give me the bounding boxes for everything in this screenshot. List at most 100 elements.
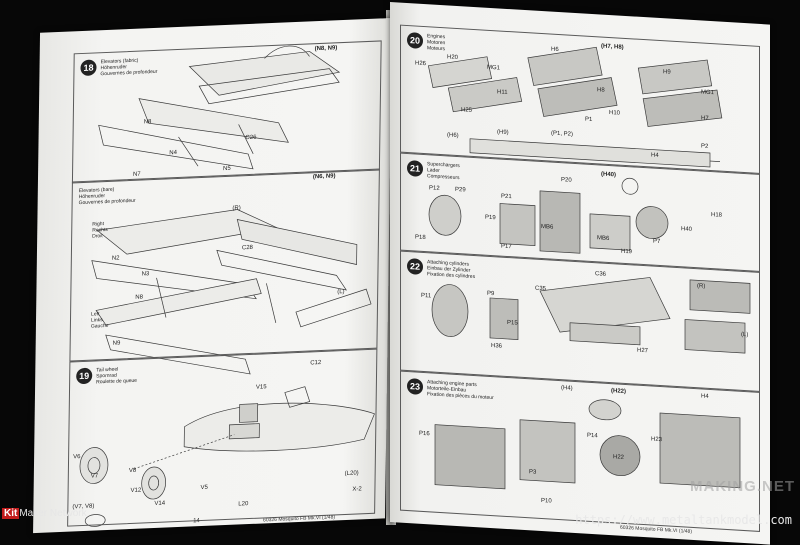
part-label: P7 bbox=[653, 238, 661, 246]
part-label: H4 bbox=[701, 393, 709, 400]
part-label: H19 bbox=[621, 248, 633, 256]
part-label: (P1, P2) bbox=[551, 130, 574, 138]
part-label: (H4) bbox=[561, 385, 573, 392]
part-label: P12 bbox=[429, 185, 440, 192]
part-label: MG1 bbox=[701, 89, 715, 97]
step-title: Engines Motoren Moteurs bbox=[427, 33, 446, 53]
left-page-drawings bbox=[79, 45, 375, 527]
part-label: P18 bbox=[415, 234, 426, 242]
part-label: V5 bbox=[200, 484, 208, 492]
part-label: P2 bbox=[701, 143, 709, 150]
step-number-badge: 18 bbox=[80, 59, 97, 77]
part-label: H36 bbox=[491, 343, 503, 350]
part-label: N9 bbox=[112, 340, 121, 347]
part-label: N7 bbox=[132, 171, 141, 178]
part-label: H6 bbox=[551, 46, 559, 54]
part-label: P10 bbox=[541, 497, 552, 505]
variant-note: (N8, N9) bbox=[314, 45, 338, 53]
part-label: C12 bbox=[310, 359, 322, 367]
step-title: Superchargers Lader Compresseurs bbox=[427, 161, 460, 182]
part-label: P20 bbox=[561, 177, 572, 184]
part-label: H25 bbox=[461, 107, 473, 114]
part-label: V15 bbox=[255, 384, 267, 391]
part-label: MB6 bbox=[597, 235, 610, 243]
step-number-badge: 21 bbox=[407, 160, 423, 177]
step-number-badge: 22 bbox=[407, 258, 423, 275]
part-label: (R) bbox=[232, 205, 241, 212]
part-label: P16 bbox=[419, 430, 430, 438]
part-label: H22 bbox=[613, 454, 625, 461]
step-title: Elevators (bare) Höhenruder Gouvernes de… bbox=[78, 186, 136, 207]
variant-note: (H7, H8) bbox=[601, 43, 624, 51]
watermark-overlay: MAKING.NET bbox=[690, 478, 795, 495]
step-22-panel: 22 Attaching cylinders Einbau der Zylind… bbox=[400, 250, 760, 392]
part-label: H27 bbox=[637, 347, 649, 355]
part-label: N8 bbox=[135, 294, 143, 301]
part-label: (L) bbox=[741, 331, 749, 339]
part-label: H40 bbox=[681, 226, 693, 233]
part-label: V8 bbox=[128, 467, 137, 475]
variant-note: (H40) bbox=[601, 171, 617, 179]
part-label: N5 bbox=[222, 165, 231, 173]
part-label: C36 bbox=[595, 271, 607, 278]
part-label: P15 bbox=[507, 319, 518, 327]
right-page-drawings bbox=[427, 46, 751, 490]
part-label: P3 bbox=[529, 469, 537, 476]
part-label: (L) bbox=[337, 289, 345, 296]
part-label: P1 bbox=[585, 116, 593, 124]
part-label: MB6 bbox=[541, 223, 554, 231]
watermark-maker-network: Maker Network bbox=[19, 508, 87, 519]
part-label: H23 bbox=[651, 436, 663, 444]
part-label: (H6) bbox=[447, 132, 459, 140]
part-label: H7 bbox=[701, 115, 709, 122]
part-label: H20 bbox=[447, 54, 459, 62]
step-elevator-panel: Elevators (bare) Höhenruder Gouvernes de… bbox=[69, 168, 380, 362]
part-label: C26 bbox=[245, 134, 257, 142]
part-label: N3 bbox=[141, 271, 150, 278]
part-label: V14 bbox=[154, 500, 166, 508]
step-18-panel: 18 Elevators (fabric) Höhenruder Gouvern… bbox=[71, 40, 382, 184]
step-23-panel: 23 Attaching engine parts Motorteile-Ein… bbox=[400, 370, 760, 532]
part-label: H11 bbox=[497, 89, 508, 96]
part-label: H8 bbox=[597, 87, 605, 94]
step-title: Attaching engine parts Motorteile-Einbau… bbox=[427, 379, 494, 402]
part-label: (L20) bbox=[344, 470, 359, 478]
right-page: 20 Engines Motoren Moteurs (H7, H8) H26 … bbox=[390, 2, 770, 545]
part-label: H18 bbox=[711, 212, 723, 219]
part-label: H26 bbox=[415, 60, 427, 68]
part-label: V12 bbox=[130, 487, 142, 495]
part-label: H10 bbox=[609, 110, 621, 117]
part-label: MG1 bbox=[487, 64, 501, 72]
page-number: 14 bbox=[193, 518, 200, 525]
side-note: Left Links Gauche bbox=[90, 311, 109, 330]
variant-note: (N6, N9) bbox=[312, 173, 336, 181]
part-label: P19 bbox=[485, 214, 496, 222]
part-label: P17 bbox=[501, 243, 512, 251]
step-number-badge: 19 bbox=[76, 367, 93, 385]
step-title: Tail wheel Spornrad Roulette de queue bbox=[96, 366, 138, 386]
left-page: 18 Elevators (fabric) Höhenruder Gouvern… bbox=[33, 18, 392, 534]
step-20-panel: 20 Engines Motoren Moteurs (H7, H8) H26 … bbox=[400, 24, 760, 174]
side-note: Right Rechts Droit bbox=[92, 221, 108, 240]
part-label: H9 bbox=[663, 69, 671, 76]
step-title: Elevators (fabric) Höhenruder Gouvernes … bbox=[100, 57, 158, 78]
part-label: P21 bbox=[501, 193, 512, 201]
watermark-kit: Kit bbox=[2, 508, 20, 519]
variant-note: (H22) bbox=[611, 388, 627, 396]
part-label: H4 bbox=[651, 152, 659, 159]
part-label: P11 bbox=[421, 292, 432, 300]
part-label: P9 bbox=[487, 290, 495, 298]
part-label: P14 bbox=[587, 432, 598, 440]
part-label: (H9) bbox=[497, 129, 509, 137]
part-label: X-2 bbox=[352, 486, 362, 493]
part-label: C35 bbox=[535, 285, 547, 293]
part-label: N8 bbox=[143, 119, 152, 126]
part-label: L20 bbox=[238, 501, 249, 508]
part-label: C28 bbox=[241, 244, 253, 252]
watermark-url: https://www.metaltankmodel.com bbox=[575, 513, 792, 527]
part-label: (R) bbox=[697, 283, 706, 290]
part-label: V7 bbox=[90, 473, 99, 480]
part-label: N4 bbox=[169, 150, 177, 157]
step-19-panel: 19 Tail wheel Spornrad Roulette de queue… bbox=[67, 348, 378, 527]
